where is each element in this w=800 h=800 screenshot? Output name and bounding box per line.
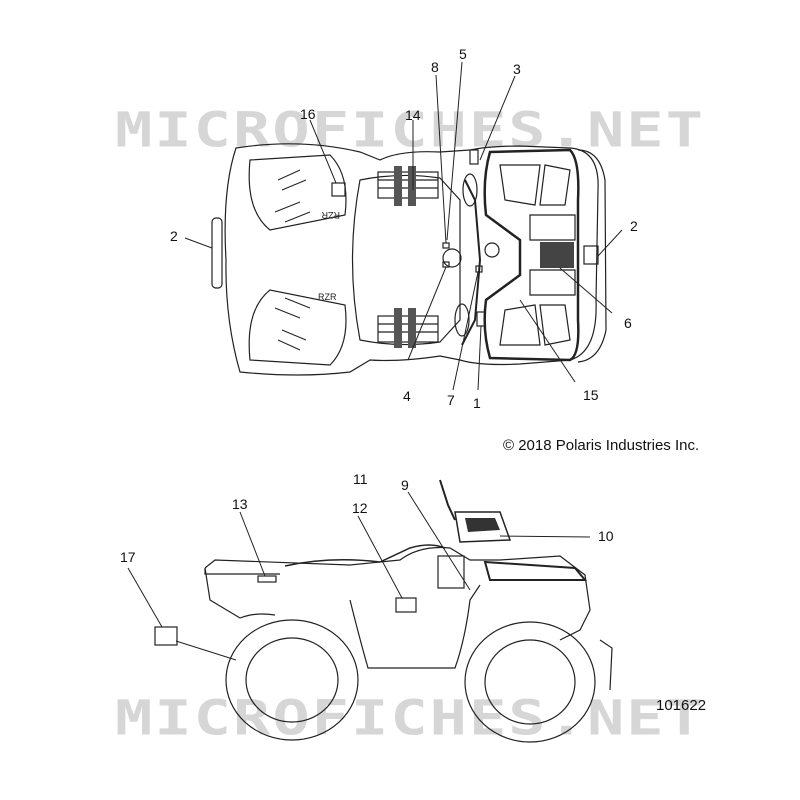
leader-9 [407,491,471,591]
leader-1 [477,325,482,391]
decal-12-box [395,597,417,613]
top-body-outline [224,143,599,376]
callout-4: 4 [403,388,411,404]
callout-2-front: 2 [630,218,638,234]
decal-11-box [437,555,465,589]
watermark-top: MICROFICHES.NET [115,101,705,159]
rear-rim [245,637,339,723]
rear-fender-text-upper: RZR [321,210,340,220]
front-rack-side [483,560,588,581]
atv-side-view [127,479,613,743]
callout-9: 9 [401,477,409,493]
callout-12: 12 [352,500,368,516]
callout-16: 16 [300,106,316,122]
front-bumper-mount [583,245,599,265]
decal-7-box [475,265,483,273]
callout-14: 14 [405,107,421,123]
callout-11: 11 [353,471,368,487]
gauge-pod [442,248,462,268]
copyright-notice: © 2018 Polaris Industries Inc. [503,437,700,454]
decal-17-box [154,626,178,646]
callout-1: 1 [473,395,481,411]
grip-lower [454,303,470,337]
leader-6 [559,267,613,314]
leader-8 [435,74,447,244]
atv-top-view: RZR RZR [184,61,623,391]
rear-fender-lower-panel [248,289,347,366]
decal-8-box [442,242,450,249]
front-hitch [599,639,613,691]
rear-reflector [211,217,223,289]
rear-fender-text-lower: RZR [318,292,337,302]
diagram-number: 101622 [656,697,707,714]
callout-15: 15 [583,387,599,403]
front-fender-edge [577,149,607,363]
front-rack [483,148,580,362]
leader-16 [309,119,337,184]
callout-5: 5 [459,46,467,62]
headlight-pod [454,511,512,543]
callout-17: 17 [120,549,136,565]
callout-8: 8 [431,59,439,75]
leader-7 [452,271,479,391]
leader-12 [357,515,403,599]
leader-17a [127,567,163,628]
callout-6: 6 [624,315,632,331]
leader-17b [175,640,237,661]
rear-fender-edge [204,567,276,619]
grip-upper [462,173,478,207]
front-rim [484,639,576,725]
decal-13-box [257,575,277,583]
leader-13 [239,511,266,577]
decal-16-box [331,182,346,197]
rear-fender-upper-panel [248,154,347,231]
decal-3-box [469,149,479,165]
callout-3: 3 [513,61,521,77]
callout-7: 7 [447,392,455,408]
handlebar [461,179,482,346]
callout-10: 10 [598,528,614,544]
footrest-grill-lower [377,308,439,348]
footrest-grill-upper [377,166,439,206]
rear-wheel [225,619,359,741]
front-wheel [464,621,596,743]
leader-2-rear [184,237,213,249]
leader-5 [446,61,463,241]
leader-3 [479,75,516,161]
leader-15 [519,299,576,383]
rear-rack-side [204,568,280,575]
callout-2-rear: 2 [170,228,178,244]
watermark-bottom: MICROFICHES.NET [115,689,705,747]
side-handlebar [439,479,456,521]
seat-profile [284,544,446,567]
callout-13: 13 [232,496,248,512]
leader-4 [407,266,447,361]
gauge-small [484,242,500,258]
leader-2-front [597,229,623,257]
side-footwell [349,584,481,669]
leader-10 [499,535,591,538]
